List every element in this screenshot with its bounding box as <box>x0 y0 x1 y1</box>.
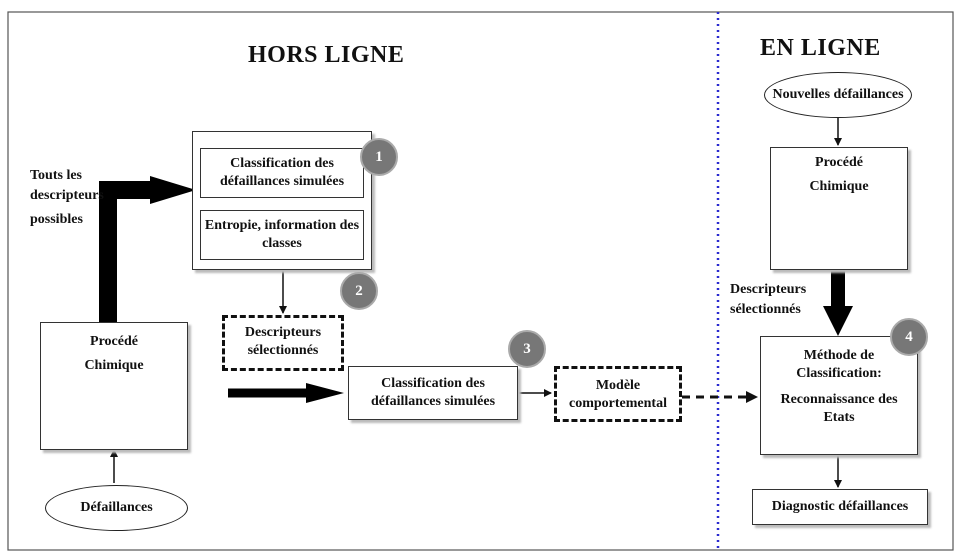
step-badge-1: 1 <box>360 138 398 176</box>
behavior-model-label: Modèle comportemental <box>569 378 667 411</box>
selected-online-line1: Descripteurs <box>730 282 807 297</box>
selected-online-line2: sélectionnés <box>730 302 801 317</box>
step-badge-2: 2 <box>340 272 378 310</box>
thick-arrowhead-descriptors <box>150 176 196 204</box>
method-line2: Classification: <box>796 366 882 381</box>
failures-label: Défaillances <box>80 500 153 515</box>
selected-descriptors-offline: Descripteurs sélectionnés <box>222 315 344 371</box>
new-failures-ellipse: Nouvelles défaillances <box>764 72 912 118</box>
classification-simulated-mid-label: Classification des défaillances simulées <box>370 376 496 409</box>
chemical-process-online: Procédé Chimique <box>770 147 908 270</box>
failures-ellipse: Défaillances <box>45 485 188 531</box>
all-descriptors-label: Touts les descripteurs possibles <box>30 166 104 230</box>
step-badge-4: 4 <box>890 318 928 356</box>
process-online-line1: Procédé <box>815 155 863 170</box>
offline-title: HORS LIGNE <box>248 42 405 68</box>
method-line3: Reconnaissance des Etats <box>780 392 898 425</box>
process-offline-line1: Procédé <box>90 334 138 349</box>
classification-method-box: Méthode de Classification: Reconnaissanc… <box>760 336 918 455</box>
all-descriptors-line2: descripteurs <box>30 188 104 203</box>
selected-descriptors-online-label: Descripteurs sélectionnés <box>730 280 806 320</box>
step-badge-3: 3 <box>508 330 546 368</box>
diagnostic-label: Diagnostic défaillances <box>771 499 909 514</box>
outer-frame <box>7 11 954 551</box>
method-line1: Méthode de <box>803 348 875 363</box>
new-failures-label: Nouvelles défaillances <box>772 87 904 102</box>
behavior-model-box: Modèle comportemental <box>554 366 682 422</box>
all-descriptors-line1: Touts les <box>30 168 83 183</box>
diagnostic-box: Diagnostic défaillances <box>752 489 928 525</box>
thick-arrow-descriptors <box>99 181 152 322</box>
process-offline-line2: Chimique <box>84 358 144 373</box>
online-title: EN LIGNE <box>760 35 881 61</box>
classification-simulated-mid: Classification des défaillances simulées <box>348 366 518 420</box>
selected-descriptors-offline-label: Descripteurs sélectionnés <box>244 325 322 358</box>
entropy-label: Entropie, information des classes <box>204 218 360 251</box>
chemical-process-offline: Procédé Chimique <box>40 322 188 450</box>
process-online-line2: Chimique <box>809 179 869 194</box>
classification-simulated-top: Classification des défaillances simulées <box>200 148 364 198</box>
entropy-box: Entropie, information des classes <box>200 210 364 260</box>
all-descriptors-line3: possibles <box>30 212 83 227</box>
classification-simulated-top-label: Classification des défaillances simulées <box>219 156 345 189</box>
